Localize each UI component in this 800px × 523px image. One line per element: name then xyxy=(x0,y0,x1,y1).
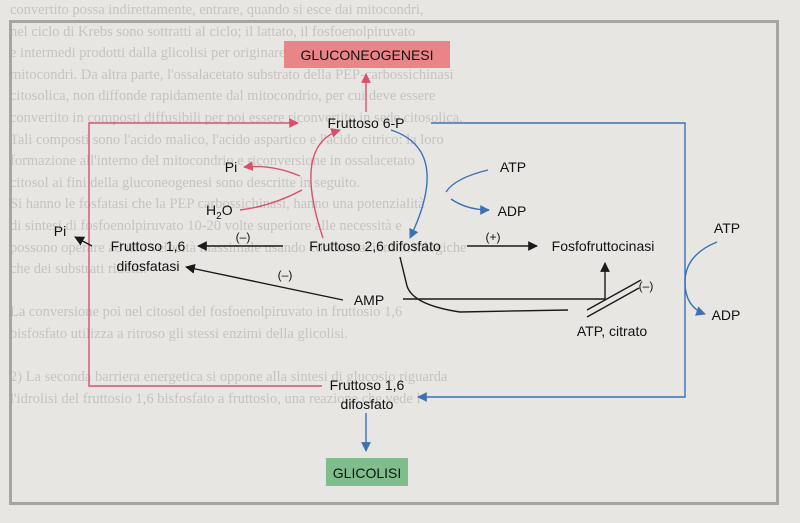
background-text-line: La conversione poi nel citosol del fosfo… xyxy=(10,304,403,321)
h2o-subscript: 2 xyxy=(216,211,222,222)
background-text-line: bisfosfato utilizza a ritroso gli stessi… xyxy=(10,325,348,342)
node-pi-left: Pi xyxy=(54,223,66,239)
sign-f26bp-activates-pfk: (+) xyxy=(486,230,501,244)
node-fbpase-line2: difosfatasi xyxy=(116,258,179,274)
node-atp-right: ATP xyxy=(714,220,740,236)
inhibition-bar-atp-citrate-line2 xyxy=(586,287,640,318)
node-h2o: H2O xyxy=(206,202,233,222)
node-atp-citrato: ATP, citrato xyxy=(577,323,648,339)
arrow-f6p-to-f16bp-bypass xyxy=(417,122,686,402)
pfk2-reaction-curve xyxy=(390,129,428,239)
node-fosfofruttocinasi: Fosfofruttocinasi xyxy=(552,238,655,254)
arrow-atp-input xyxy=(445,169,489,193)
gluconeogenesi-box: GLUCONEOGENESI xyxy=(284,41,450,68)
arrow-water-input xyxy=(239,189,303,211)
background-text-line: convertito in composti diffusibili per p… xyxy=(10,109,463,126)
gluconeogenesi-label: GLUCONEOGENESI xyxy=(300,47,433,63)
h2o-o: O xyxy=(222,202,233,218)
node-fruttosio-2-6-difosfato: Fruttoso 2,6 difosfato xyxy=(309,238,441,254)
node-pi-top: Pi xyxy=(225,159,237,175)
atp-citrate-connector xyxy=(399,256,569,313)
node-adp-right: ADP xyxy=(712,307,741,323)
glycolysis-path xyxy=(361,122,718,452)
node-f16bp-line2: difosfato xyxy=(341,396,394,412)
node-adp-top: ADP xyxy=(498,203,527,219)
background-text-line: che dei substrati ridotti. xyxy=(10,261,147,278)
background-text-line: mitocondri. Da altra parte, l'ossalaceta… xyxy=(10,66,454,83)
node-amp: AMP xyxy=(354,292,384,308)
sign-f26bp-inhibits-fbpase: (–) xyxy=(236,230,251,244)
background-text-line: citosolica, non diffonde rapidamente dal… xyxy=(10,88,436,105)
sign-amp-inhibits-fbpase: (–) xyxy=(278,268,293,282)
node-f16bp-line1: Fruttoso 1,6 xyxy=(330,377,405,393)
background-text-line: 2) La seconda barriera energetica si opp… xyxy=(10,369,448,386)
background-text-line: citosol ai fini della gluconeogenesi son… xyxy=(10,174,360,191)
node-atp-top: ATP xyxy=(500,159,526,175)
arrow-release-adp-right xyxy=(684,281,706,316)
background-text-line: nel ciclo di Krebs sono sottratti al cic… xyxy=(10,23,416,40)
sign-atp-citrate-inhibits-pfk: (–) xyxy=(639,279,654,293)
background-text-line: Si hanno le fosfatasi che la PEP carboss… xyxy=(10,196,425,213)
inhibition-bar-atp-citrate-line1 xyxy=(586,279,642,311)
fbpase-reaction-curve xyxy=(310,128,341,239)
background-text-line: convertito possa indirettamente, entrare… xyxy=(10,2,424,18)
node-fruttosio-6-p: Fruttoso 6-P xyxy=(327,115,404,131)
diagram-frame xyxy=(9,20,779,505)
arrow-amp-inhibits-fbpase xyxy=(185,264,344,301)
glicolisi-label: GLICOLISI xyxy=(333,465,401,481)
arrow-release-adp xyxy=(450,198,490,215)
glicolisi-box: GLICOLISI xyxy=(326,458,408,486)
regulation-arrows xyxy=(74,236,642,318)
arrow-fbpase-releases-pi xyxy=(74,236,93,247)
background-text-line: possono operare ad una velocità massimal… xyxy=(10,239,467,256)
arrow-release-pi xyxy=(243,161,301,177)
h2o-h: H xyxy=(206,202,216,218)
arrow-f16bp-to-f6p-bypass xyxy=(88,118,322,387)
background-text-line: di sintesi di fosfoenolpiruvato 10-20 vo… xyxy=(10,217,402,234)
gluconeogenesis-path xyxy=(88,73,371,387)
background-text-line: l'idrolisi del fruttosio 1,6 bisfosfato … xyxy=(10,390,421,407)
node-fbpase-line1: Fruttoso 1,6 xyxy=(111,238,186,254)
arrow-atp-right-input xyxy=(684,241,718,283)
